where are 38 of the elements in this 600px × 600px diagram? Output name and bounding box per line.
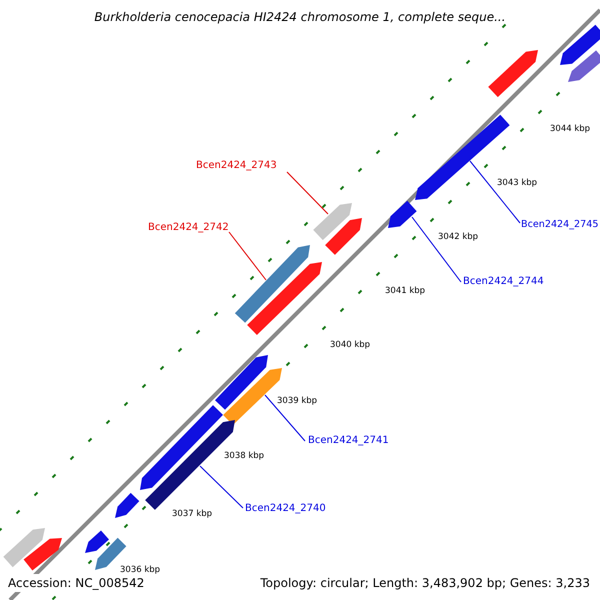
gene-block bbox=[85, 530, 109, 553]
tick-label: 3039 kbp bbox=[277, 395, 318, 407]
leader-line bbox=[228, 232, 266, 280]
gene-block bbox=[215, 355, 268, 410]
tick-label: 3042 kbp bbox=[438, 231, 478, 243]
gene-block bbox=[3, 528, 45, 568]
gene-block bbox=[488, 50, 538, 98]
tick-label: 3043 kbp bbox=[497, 177, 538, 189]
gene-block bbox=[140, 405, 223, 490]
tick-label: 3041 kbp bbox=[385, 285, 426, 297]
footer-text: Topology: circular; Length: 3,483,902 bp; Genes: 3,233 bbox=[260, 576, 590, 590]
leader-line bbox=[200, 466, 244, 508]
gene-label: Bcen2424_2742 bbox=[148, 222, 229, 234]
gene-block bbox=[234, 245, 310, 323]
leader-line bbox=[412, 216, 462, 282]
gene-block bbox=[115, 492, 140, 518]
leader-line bbox=[470, 160, 520, 224]
leader-line bbox=[264, 394, 306, 442]
tick-label: 3040 kbp bbox=[330, 339, 370, 351]
tick-label: 3037 kbp bbox=[172, 508, 212, 520]
gene-block bbox=[325, 218, 362, 255]
tick-label: 3036 kbp bbox=[120, 564, 160, 576]
gene-label: Bcen2424_2744 bbox=[463, 276, 544, 288]
gene-block bbox=[24, 538, 62, 570]
gene-label: Bcen2424_2745 bbox=[521, 219, 598, 231]
gene-block bbox=[388, 200, 417, 228]
tick-label: 3038 kbp bbox=[224, 450, 264, 462]
gene-block bbox=[313, 203, 352, 240]
title: Burkholderia cenocepacia HI2424 chromosome 1, complete seque... bbox=[93, 10, 507, 25]
gene-label: Bcen2424_2740 bbox=[245, 503, 326, 515]
gene-block bbox=[247, 262, 322, 335]
tick-label: 3044 kbp bbox=[550, 123, 590, 135]
footer-text: Accession: NC_008542 bbox=[8, 576, 144, 590]
gene-label: Bcen2424_2741 bbox=[308, 435, 389, 447]
gene-block bbox=[568, 50, 600, 82]
gene-block bbox=[560, 24, 600, 65]
gene-label: Bcen2424_2743 bbox=[196, 160, 277, 172]
leader-line bbox=[286, 172, 328, 214]
